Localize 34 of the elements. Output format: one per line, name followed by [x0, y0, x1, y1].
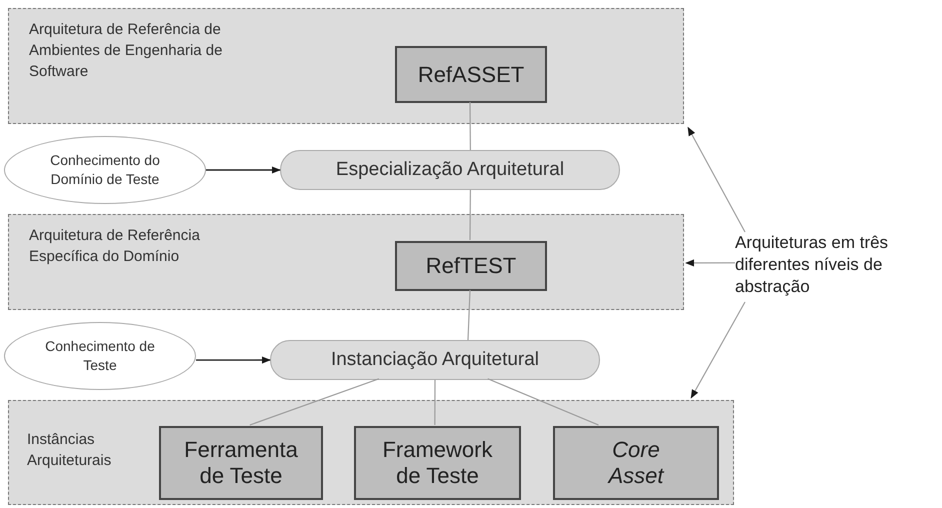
node-label: RefTEST [424, 253, 518, 279]
arrow [206, 166, 281, 174]
arrow [685, 259, 735, 267]
node-label: RefASSET [416, 62, 526, 88]
arrow [690, 302, 746, 399]
architecture-box [395, 46, 547, 103]
node-label: Core Asset [606, 437, 666, 489]
connector-line [434, 380, 436, 425]
architecture-level-band [8, 214, 684, 310]
node-label: Especialização Arquitetural [336, 158, 564, 182]
arrow [688, 126, 746, 232]
process-pill [280, 150, 620, 190]
arrow [196, 356, 271, 364]
annotation-text: Arquiteturas em três diferentes níveis de abstração [735, 232, 890, 298]
connector-line [250, 378, 380, 426]
process-pill [270, 340, 600, 380]
architecture-level-band [8, 400, 734, 505]
connector-line [467, 290, 471, 340]
architecture-level-band [8, 8, 684, 124]
architecture-box [553, 426, 719, 500]
node-label: Ferramenta de Teste [183, 437, 299, 489]
node-label: Arquitetura de Referência Específica do Domínio [29, 226, 201, 267]
architecture-box [354, 426, 521, 500]
connector-line [488, 378, 599, 426]
connector-line [469, 102, 471, 150]
connector-line [469, 190, 471, 240]
architecture-box [395, 241, 547, 291]
node-label: Conhecimento do Domínio de Teste [49, 151, 161, 189]
architecture-box [159, 426, 323, 500]
node-label: Instanciação Arquitetural [330, 348, 540, 372]
node-label: Arquitetura de Referência de Ambientes de Engenharia de Software [29, 20, 224, 82]
node-label: Conhecimento de Teste [45, 337, 155, 375]
node-label: Instâncias Arquiteturais [27, 430, 112, 471]
node-label: Framework de Teste [381, 437, 494, 489]
